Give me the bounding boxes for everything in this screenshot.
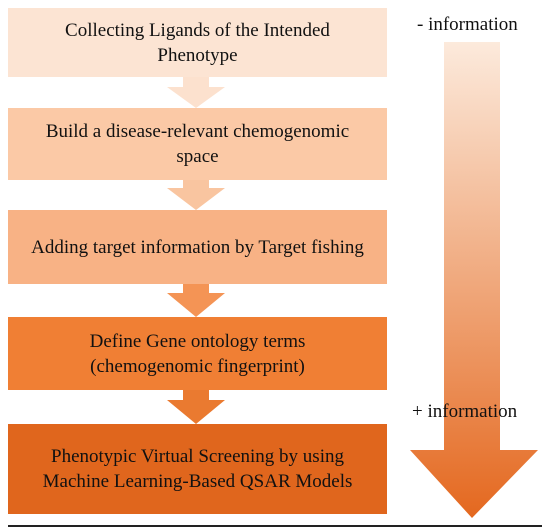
flow-arrow-1 xyxy=(167,77,225,108)
step-1-line-2: Phenotype xyxy=(157,44,238,66)
step-4-line-2: (chemogenomic fingerprint) xyxy=(90,355,305,377)
flow-arrow-2 xyxy=(167,180,225,210)
step-4-line-1: Define Gene ontology terms xyxy=(89,330,306,352)
flow-arrow-4 xyxy=(167,390,225,424)
minus-information-label: - information xyxy=(417,14,518,35)
information-arrow xyxy=(410,42,538,518)
step-virtual-screening: Phenotypic Virtual Screening by using Ma… xyxy=(8,424,387,514)
flow-arrow-3 xyxy=(167,284,225,317)
information-arrow-shape xyxy=(410,42,538,518)
step-2-line-1: Build a disease-relevant chemogenomic xyxy=(45,121,350,142)
step-gene-ontology: Define Gene ontology terms (chemogenomic… xyxy=(8,317,387,390)
step-build-chemogenomic-space: Build a disease-relevant chemogenomic sp… xyxy=(8,108,387,180)
step-1-line-1: Collecting Ligands of the Intended xyxy=(65,19,330,41)
step-5-line-2: Machine Learning-Based QSAR Models xyxy=(42,471,353,492)
step-3-line-1: Adding target information by Target fish… xyxy=(31,236,364,258)
step-2-line-2: space xyxy=(176,146,219,167)
step-collecting-ligands: Collecting Ligands of the Intended Pheno… xyxy=(8,8,387,77)
step-target-fishing: Adding target information by Target fish… xyxy=(8,210,387,284)
plus-information-label: + information xyxy=(412,401,518,422)
step-5-line-1: Phenotypic Virtual Screening by using xyxy=(51,446,344,467)
bottom-rule xyxy=(8,525,542,527)
